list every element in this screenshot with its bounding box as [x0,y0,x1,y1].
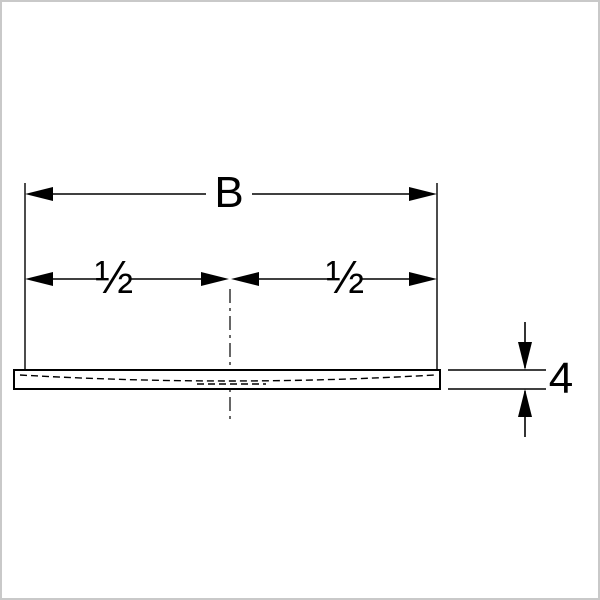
tray-cross-section [13,369,441,390]
tray-slope-hidden-line [19,374,435,382]
arrowhead-left-icon [25,272,53,286]
arrowhead-right-icon [409,187,437,201]
dimension-total-width: B [25,168,437,217]
extension-lines [24,183,438,369]
arrowhead-up-icon [518,389,532,417]
tray-outline [13,369,441,390]
dimension-label-thickness: 4 [549,354,573,403]
arrowhead-left-icon [25,187,53,201]
dimension-half-left: ½ [25,251,229,303]
dimension-label-total-width: B [214,168,243,217]
arrowhead-right-icon [201,272,229,286]
dimension-half-right: ½ [231,251,437,303]
arrowhead-right-icon [409,272,437,286]
arrowhead-left-icon [231,272,259,286]
arrowhead-down-icon [518,342,532,370]
dimension-thickness: 4 [448,322,573,437]
dimension-label-half-right: ½ [326,251,364,303]
dimension-label-half-left: ½ [95,251,133,303]
